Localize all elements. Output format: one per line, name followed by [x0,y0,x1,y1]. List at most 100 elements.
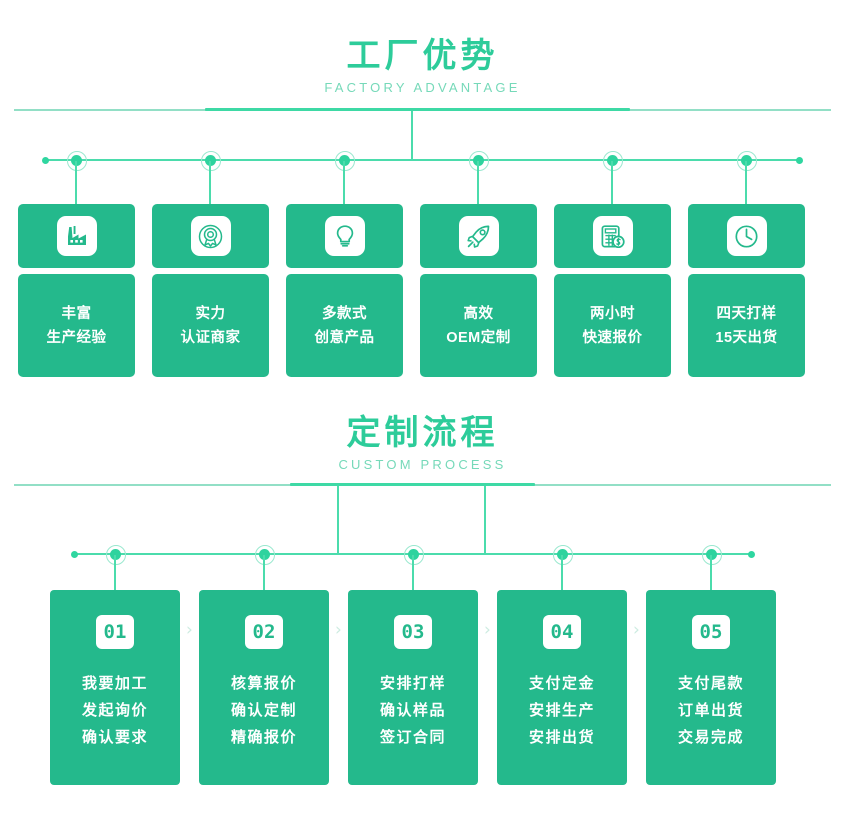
advantage-card-6[interactable]: 四天打样 15天出货 [688,204,805,377]
process-line: 支付尾款 [677,675,744,692]
advantage-line: 创意产品 [314,329,375,346]
node-stem-1 [114,555,116,591]
process-card-4[interactable]: 04 支付定金 安排生产 安排出货 [497,590,627,785]
process-card-3[interactable]: 03 安排打样 确认样品 签订合同 [348,590,478,785]
process-chevron-icon: › [484,620,491,640]
advantage-icon-box-1 [18,204,135,268]
process-chevron-icon: › [633,620,640,640]
node-stem-5 [710,555,712,591]
advantage-line: 四天打样 [716,305,777,322]
process-number: 02 [252,621,276,643]
process-text: 支付尾款 订单出货 交易完成 [678,670,744,751]
section-title-en: CUSTOM PROCESS [338,457,507,472]
process-line: 安排打样 [379,675,446,692]
clock-icon [726,216,767,256]
process-card-1[interactable]: 01 我要加工 发起询价 确认要求 [50,590,180,785]
process-number-tile: 04 [543,615,581,649]
process-number-tile: 01 [96,615,134,649]
advantage-text-box-1: 丰富 生产经验 [18,274,135,377]
advantage-icon-box-4 [420,204,537,268]
process-number: 04 [550,621,574,643]
advantage-line: 15天出货 [715,329,778,346]
process-line: 订单出货 [677,702,744,719]
node-stem-2 [209,161,211,205]
divider-drop-line-1 [411,111,413,160]
process-line: 我要加工 [81,675,148,692]
rail-node-5 [603,151,623,171]
calculator-money-icon [592,216,633,256]
rail-node-3 [335,151,355,171]
process-chevron-icon: › [186,620,193,640]
node-stem-4 [477,161,479,205]
node-stem-5 [611,161,613,205]
advantage-icon-box-2 [152,204,269,268]
section-divider-2 [0,483,845,486]
connector-rail-1 [42,151,803,171]
advantage-line: 丰富 [61,305,92,322]
award-medal-icon [190,216,231,256]
rail-cap-left [71,550,78,558]
advantage-icon-box-6 [688,204,805,268]
rail-node-5 [702,545,722,565]
section-title-cn: 工厂优势 [346,37,499,75]
advantage-line: 快速报价 [582,329,643,346]
rail-node-2 [201,151,221,171]
process-line: 核算报价 [230,675,297,692]
advantage-text-box-2: 实力 认证商家 [152,274,269,377]
advantage-card-4[interactable]: 高效 OEM定制 [420,204,537,377]
rail-node-4 [469,151,489,171]
advantage-line: 高效 [463,305,494,322]
section-title-cn: 定制流程 [346,414,499,452]
rail-cap-left [42,156,49,164]
advantage-line: 生产经验 [46,329,107,346]
node-stem-6 [745,161,747,205]
rail-cap-right [748,550,755,558]
advantage-card-3[interactable]: 多款式 创意产品 [286,204,403,377]
rocket-icon [458,216,499,256]
advantage-line: 两小时 [590,305,635,322]
advantage-card-1[interactable]: 丰富 生产经验 [18,204,135,377]
process-card-5[interactable]: 05 支付尾款 订单出货 交易完成 [646,590,776,785]
lightbulb-icon [324,216,365,256]
rail-node-3 [404,545,424,565]
process-number: 03 [401,621,425,643]
process-text: 我要加工 发起询价 确认要求 [82,670,148,751]
node-stem-1 [75,161,77,205]
divider-thick-bar [205,108,630,111]
connector-rail-2 [71,545,755,565]
rail-node-1 [67,151,87,171]
process-line: 确认定制 [230,702,297,719]
advantage-line: 认证商家 [180,329,241,346]
rail-node-2 [255,545,275,565]
advantage-icon-box-5 [554,204,671,268]
advantage-card-2[interactable]: 实力 认证商家 [152,204,269,377]
advantage-text-box-5: 两小时 快速报价 [554,274,671,377]
section-header-custom-process: 定制流程 CUSTOM PROCESS [0,411,845,475]
advantage-icon-box-3 [286,204,403,268]
process-number-tile: 03 [394,615,432,649]
process-line: 签订合同 [379,729,446,746]
section-divider-1 [0,108,845,111]
process-number-tile: 02 [245,615,283,649]
divider-drop-line-2b [484,486,486,554]
process-line: 确认要求 [81,729,148,746]
process-text: 安排打样 确认样品 签订合同 [380,670,446,751]
divider-thick-bar [290,483,535,486]
advantage-text-box-4: 高效 OEM定制 [420,274,537,377]
process-line: 交易完成 [677,729,744,746]
advantage-line: OEM定制 [446,329,511,346]
process-line: 支付定金 [528,675,595,692]
node-stem-3 [343,161,345,205]
factory-icon [56,216,97,256]
advantage-card-5[interactable]: 两小时 快速报价 [554,204,671,377]
advantage-line: 多款式 [322,305,367,322]
divider-drop-line-2a [337,486,339,554]
process-text: 核算报价 确认定制 精确报价 [231,670,297,751]
node-stem-2 [263,555,265,591]
rail-cap-right [796,156,803,164]
rail-node-6 [737,151,757,171]
node-stem-3 [412,555,414,591]
section-title-en: FACTORY ADVANTAGE [324,80,521,95]
process-card-2[interactable]: 02 核算报价 确认定制 精确报价 [199,590,329,785]
